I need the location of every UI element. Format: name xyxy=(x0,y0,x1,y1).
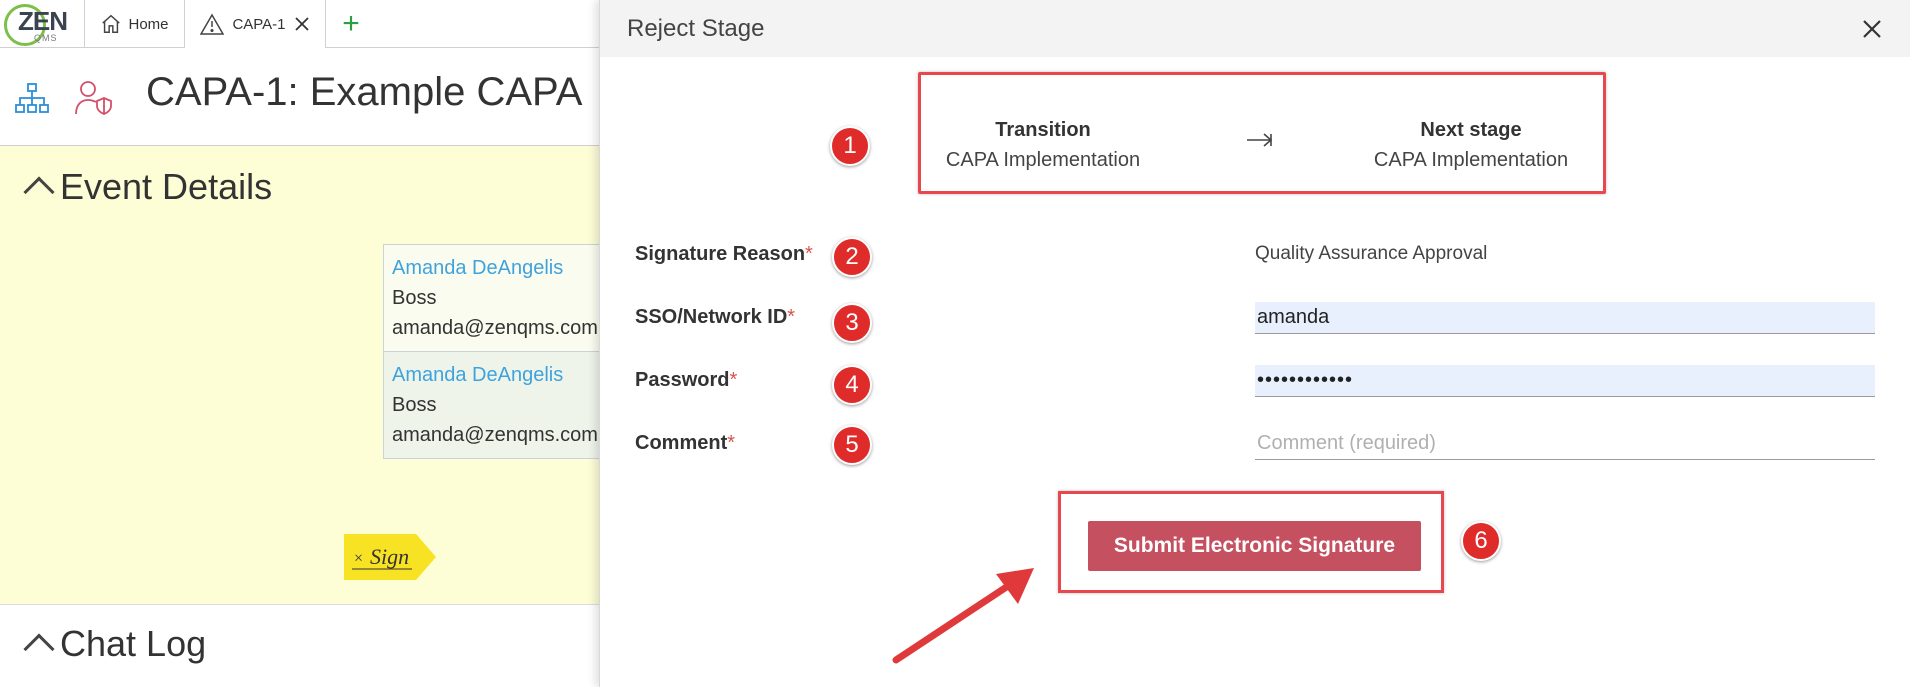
svg-text:×: × xyxy=(354,550,363,567)
step-badge-2: 2 xyxy=(832,237,872,277)
step-badge-1: 1 xyxy=(830,126,870,166)
signer-name[interactable]: Amanda DeAngelis xyxy=(392,257,564,279)
transition-column: Transition CAPA Implementation xyxy=(923,115,1163,175)
tab-capa-1[interactable]: CAPA-1 xyxy=(184,0,326,48)
logo-text: ZEN xyxy=(18,6,68,36)
user-shield-icon[interactable] xyxy=(74,80,114,116)
required-marker: * xyxy=(787,306,796,328)
org-chart-icon[interactable] xyxy=(14,82,50,114)
required-marker: * xyxy=(727,432,736,454)
reject-stage-modal: Reject Stage Transition CAPA Implementat… xyxy=(599,0,1910,687)
signature-reason-label-text: Signature Reason xyxy=(635,243,806,265)
home-icon xyxy=(102,14,121,33)
modal-header: Reject Stage xyxy=(600,0,1910,57)
arrow-right-icon xyxy=(1247,133,1273,147)
signer-card: Amanda DeAngelis Boss amanda@zenqms.com xyxy=(383,244,603,352)
chat-log-title: Chat Log xyxy=(60,623,207,664)
transition-summary: Transition CAPA Implementation Next stag… xyxy=(918,72,1606,194)
tab-bar: ZEN QMS Home CAPA-1 + xyxy=(0,0,600,48)
password-input[interactable] xyxy=(1255,365,1875,397)
chat-log-toggle[interactable]: Chat Log xyxy=(20,623,206,665)
sso-input[interactable] xyxy=(1255,302,1875,334)
step-badge-6: 6 xyxy=(1461,521,1501,561)
add-tab-button[interactable]: + xyxy=(342,7,360,40)
submit-highlight xyxy=(1058,491,1444,593)
next-stage-column: Next stage CAPA Implementation xyxy=(1351,115,1591,175)
next-stage-label: Next stage xyxy=(1420,119,1522,141)
next-stage-value: CAPA Implementation xyxy=(1373,149,1569,171)
zenqms-logo[interactable]: ZEN QMS xyxy=(4,2,76,46)
signer-card: Amanda DeAngelis Boss amanda@zenqms.com xyxy=(383,351,603,459)
step-badge-4: 4 xyxy=(832,365,872,405)
event-details-title: Event Details xyxy=(60,166,273,207)
signature-reason-value[interactable]: Quality Assurance Approval xyxy=(1255,243,1488,264)
password-label-text: Password xyxy=(635,369,730,391)
pointer-arrow-icon xyxy=(892,568,1034,664)
chevron-up-icon xyxy=(23,176,55,208)
signer-name[interactable]: Amanda DeAngelis xyxy=(392,364,564,386)
required-marker: * xyxy=(805,243,813,265)
tab-home[interactable]: Home xyxy=(84,0,184,48)
logo-ring xyxy=(4,4,46,46)
modal-title: Reject Stage xyxy=(627,15,765,42)
step-badge-5: 5 xyxy=(832,425,872,465)
sso-label-text: SSO/Network ID xyxy=(635,306,788,328)
signer-role: Boss xyxy=(392,394,437,416)
logo-subtext: QMS xyxy=(34,33,58,43)
sso-label: SSO/Network ID* xyxy=(635,306,795,329)
transition-label: Transition xyxy=(995,119,1091,141)
close-tab-icon[interactable] xyxy=(294,16,310,32)
password-label: Password* xyxy=(635,369,737,392)
warning-icon xyxy=(200,13,225,35)
signer-email: amanda@zenqms.com xyxy=(392,424,598,446)
submit-electronic-signature-button[interactable]: Submit Electronic Signature xyxy=(1088,521,1421,571)
signature-reason-label: Signature Reason* xyxy=(635,243,813,266)
sign-tag-text: Sign xyxy=(370,544,409,569)
chat-log-section: Chat Log xyxy=(0,605,600,687)
signer-role: Boss xyxy=(392,287,437,309)
step-badge-3: 3 xyxy=(832,303,872,343)
required-marker: * xyxy=(729,369,738,391)
transition-value: CAPA Implementation xyxy=(945,149,1141,171)
tab-capa-label: CAPA-1 xyxy=(232,15,286,33)
comment-label: Comment* xyxy=(635,432,735,455)
chevron-up-icon xyxy=(23,633,55,665)
page-title: CAPA-1: Example CAPA xyxy=(146,70,583,114)
signer-email: amanda@zenqms.com xyxy=(392,317,598,339)
sign-here-tag-icon[interactable]: × Sign xyxy=(344,534,436,580)
page-header: CAPA-1: Example CAPA xyxy=(0,48,600,146)
comment-label-text: Comment xyxy=(635,432,728,454)
event-details-toggle[interactable]: Event Details xyxy=(20,166,272,208)
comment-input[interactable] xyxy=(1255,428,1875,460)
tab-home-label: Home xyxy=(128,15,169,33)
close-icon[interactable] xyxy=(1855,12,1889,46)
